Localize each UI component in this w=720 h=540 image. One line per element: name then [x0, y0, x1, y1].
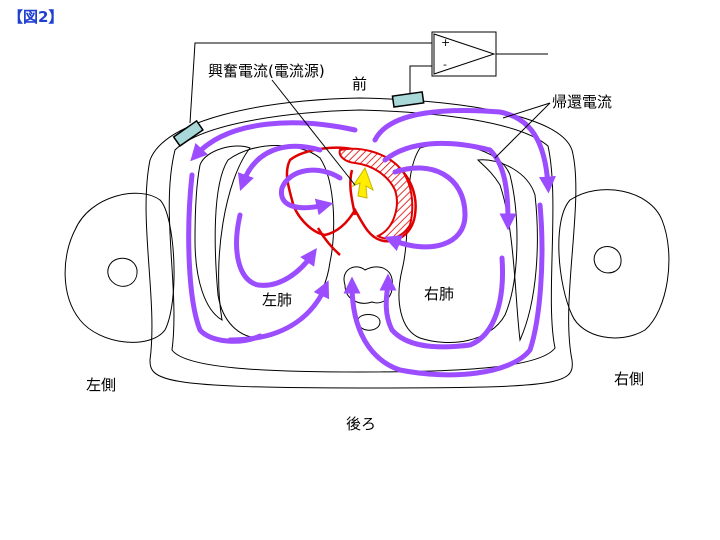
current-path-left-lung-inner	[234, 212, 317, 288]
right-arm-bone	[593, 246, 622, 274]
excitation-source-arrow	[351, 166, 374, 199]
leader-return-1	[494, 102, 551, 159]
label-back: 後ろ	[346, 415, 377, 433]
left-pleura	[194, 145, 251, 321]
left-electrode	[172, 119, 204, 147]
label-left-side: 左側	[86, 376, 117, 394]
current-path-right-side-down	[397, 202, 545, 378]
current-path-right-back-up	[343, 276, 403, 373]
current-path-left-outer	[190, 120, 358, 162]
left-arm-outline	[64, 192, 175, 343]
right-pleura	[476, 159, 538, 342]
amplifier-minus-sign: -	[443, 58, 447, 71]
label-left-lung: 左肺	[262, 291, 293, 309]
label-right-lung: 右肺	[424, 285, 455, 303]
torso-inner-outline	[168, 109, 556, 373]
heart-lower-line	[316, 227, 341, 256]
right-electrode	[391, 91, 425, 108]
leader-excitation	[271, 79, 356, 186]
current-path-left-back-up	[227, 280, 330, 343]
label-excitation-current: 興奮電流(電流源)	[208, 62, 325, 80]
label-front: 前	[352, 75, 368, 93]
right-lung-outline	[398, 143, 518, 344]
label-return-current: 帰還電流	[552, 93, 613, 111]
amplifier-box	[431, 31, 497, 77]
current-path-right-lung-inner-top	[382, 141, 517, 231]
current-path-center-left-loop	[278, 167, 343, 216]
right-arm-outline	[558, 189, 670, 339]
left-arm-bone	[107, 257, 138, 287]
amplifier-plus-sign: +	[441, 36, 451, 49]
current-path-center-right-loop	[384, 165, 468, 252]
figure-title: 【図2】	[8, 8, 64, 26]
current-path-left-lung-inner-top	[237, 143, 323, 191]
torso-outer-outline	[145, 97, 577, 389]
spine-process	[357, 314, 381, 331]
amplifier-triangle	[433, 33, 496, 75]
wire-right-electrode	[409, 65, 432, 94]
label-right-side: 右側	[614, 370, 645, 388]
leader-return-2	[502, 102, 551, 119]
current-path-left-side-down	[186, 172, 263, 344]
septum-line	[349, 169, 357, 216]
current-path-right-lung-lower	[379, 255, 505, 350]
current-path-right-outer	[372, 107, 556, 194]
wire-left-electrode	[189, 42, 432, 124]
